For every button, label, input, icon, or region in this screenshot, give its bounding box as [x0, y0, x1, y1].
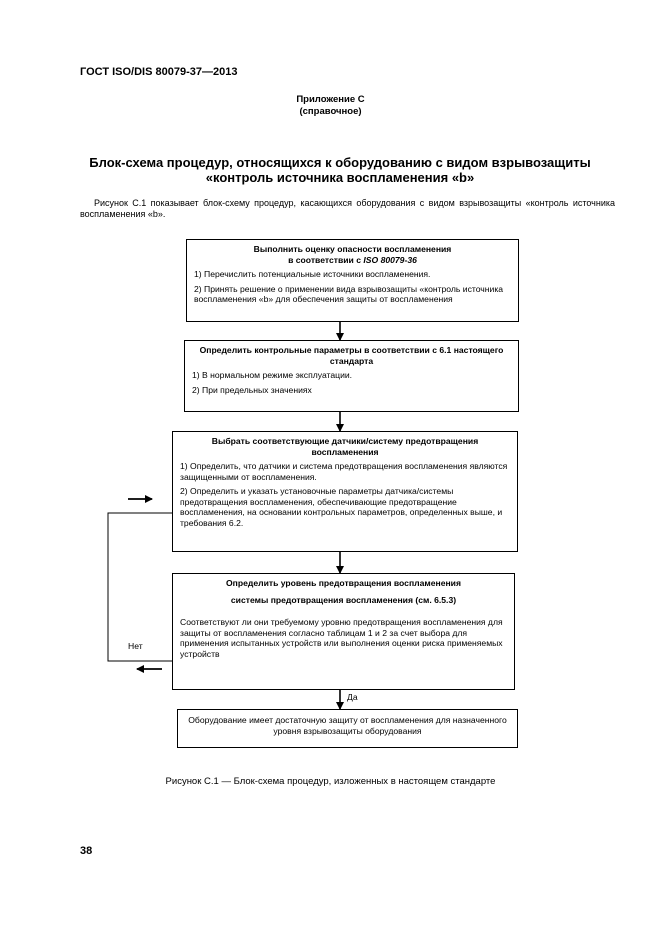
box2-title: Определить контрольные параметры в соотв…: [199, 345, 504, 366]
label-no: Нет: [128, 641, 143, 651]
box3-item2: 2) Определить и указать установочные пар…: [180, 486, 503, 528]
box1-item1: 1) Перечислить потенциальные источники в…: [194, 269, 431, 279]
flow-box-prevention-level: Определить уровень предотвращения воспла…: [172, 573, 515, 690]
box1-item2: 2) Принять решение о применении вида взр…: [194, 283, 504, 305]
box1-title-prefix: в соответствии с: [288, 254, 364, 265]
flow-box-hazard-assessment: Выполнить оценку опасности воспламенения…: [186, 239, 519, 322]
section-title: Блок-схема процедур, относящихся к обору…: [89, 155, 591, 185]
loop-no-line: [107, 512, 172, 662]
box4-title-line1: Определить уровень предотвращения воспла…: [226, 578, 461, 588]
box4-question: Соответствуют ли они требуемому уровню п…: [180, 617, 503, 659]
box1-title-line1: Выполнить оценку опасности воспламенения: [253, 244, 452, 254]
box3-item1: 1) Определить, что датчики и система пре…: [180, 461, 508, 482]
page-number: 38: [80, 845, 93, 857]
intro-paragraph: Рисунок С.1 показывает блок-схему процед…: [80, 198, 615, 219]
document-header: ГОСТ ISO/DIS 80079-37—2013: [80, 66, 238, 78]
flow-box-result: Оборудование имеет достаточную защиту от…: [177, 709, 518, 748]
box4-title-line2: системы предотвращения воспламенения (см…: [230, 594, 457, 605]
figure-caption: Рисунок С.1 — Блок-схема процедур, излож…: [165, 776, 496, 787]
flow-box-control-parameters: Определить контрольные параметры в соотв…: [184, 340, 519, 412]
annex-subtitle: (справочное): [299, 106, 362, 117]
box1-title-ref: ISO 80079-36: [363, 254, 417, 265]
label-yes: Да: [347, 692, 358, 702]
box5-text: Оборудование имеет достаточную защиту от…: [188, 715, 507, 736]
box2-item1: 1) В нормальном режиме эксплуатации.: [192, 370, 353, 380]
annex-title: Приложение С: [296, 94, 365, 105]
box2-item2: 2) При предельных значениях: [192, 384, 312, 395]
box1-title-line2: в соответствии с ISO 80079-36: [194, 255, 511, 266]
box3-title: Выбрать соответствующие датчики/систему …: [211, 436, 479, 457]
flow-box-select-sensors: Выбрать соответствующие датчики/систему …: [172, 431, 518, 552]
